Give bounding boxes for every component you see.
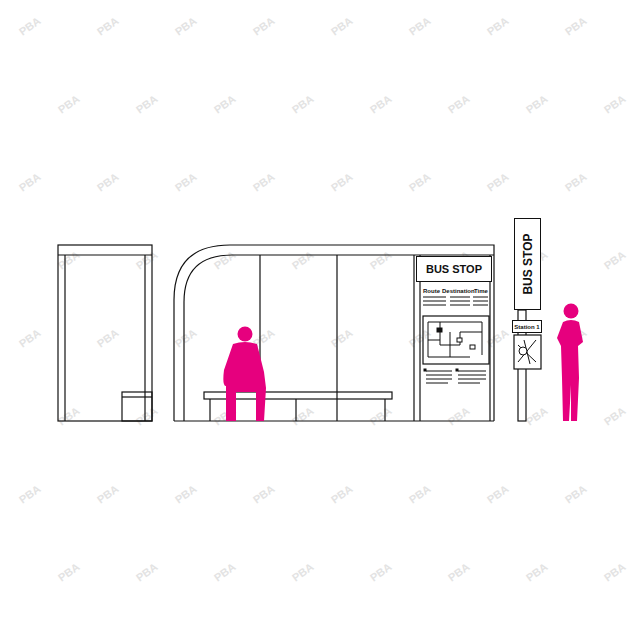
watermark: PBA: [251, 170, 277, 193]
watermark: PBA: [134, 92, 160, 115]
notice-text-lines: [424, 369, 486, 383]
watermark: PBA: [329, 482, 355, 505]
watermark: PBA: [251, 14, 277, 37]
watermark: PBA: [329, 14, 355, 37]
side-bench-seat: [122, 396, 152, 397]
glass-division: [336, 255, 337, 421]
watermark: PBA: [446, 404, 472, 427]
watermark: PBA: [485, 170, 511, 193]
watermark: PBA: [329, 170, 355, 193]
watermark: PBA: [368, 560, 394, 583]
route-icon: [518, 340, 536, 364]
watermark: PBA: [602, 248, 628, 271]
watermark: PBA: [17, 14, 43, 37]
watermark: PBA: [446, 560, 472, 583]
watermark: PBA: [173, 14, 199, 37]
watermark: PBA: [524, 560, 550, 583]
watermark: PBA: [17, 326, 43, 349]
side-bench: [122, 392, 152, 421]
side-post: [64, 255, 65, 421]
timetable-lines: [423, 297, 488, 305]
watermark: PBA: [56, 248, 82, 271]
side-shelter-frame: [58, 245, 152, 421]
watermark: PBA: [368, 92, 394, 115]
bench-leg: [209, 399, 210, 421]
watermark: PBA: [524, 92, 550, 115]
watermark: PBA: [212, 248, 238, 271]
seated-person: [223, 327, 266, 422]
watermark: PBA: [485, 482, 511, 505]
watermark: PBA: [173, 326, 199, 349]
watermark: PBA: [134, 248, 160, 271]
standing-person: [557, 304, 583, 422]
sign-text: Station 1: [514, 324, 539, 330]
watermark: PBA: [56, 560, 82, 583]
watermark: PBA: [134, 560, 160, 583]
watermark: PBA: [95, 482, 121, 505]
watermark: PBA: [56, 404, 82, 427]
route-map: [423, 316, 489, 364]
watermark: PBA: [95, 170, 121, 193]
watermark: PBA: [17, 170, 43, 193]
watermark: PBA: [95, 326, 121, 349]
watermark: PBA: [485, 14, 511, 37]
watermark: PBA: [407, 482, 433, 505]
watermark: PBA: [212, 560, 238, 583]
watermark: PBA: [563, 170, 589, 193]
glass-division: [413, 255, 414, 421]
pole-sign: BUS STOP: [514, 218, 541, 310]
watermark: PBA: [95, 14, 121, 37]
shelter-roof-outer: [174, 245, 494, 421]
watermark: PBA: [407, 14, 433, 37]
route-icon-plate: [514, 335, 541, 369]
watermark: PBA: [368, 248, 394, 271]
side-post: [144, 255, 145, 421]
watermark: PBA: [251, 482, 277, 505]
watermark: PBA: [212, 92, 238, 115]
bench-leg: [295, 399, 296, 421]
watermark: PBA: [446, 92, 472, 115]
watermark: PBA: [602, 92, 628, 115]
watermark: PBA: [173, 482, 199, 505]
watermark: PBA: [290, 248, 316, 271]
watermark: PBA: [17, 482, 43, 505]
watermark: PBA: [290, 92, 316, 115]
watermark: PBA: [407, 170, 433, 193]
watermark: PBA: [329, 326, 355, 349]
bench-leg: [384, 399, 385, 421]
watermark: PBA: [563, 482, 589, 505]
watermark: PBA: [56, 92, 82, 115]
ground-line: [174, 420, 494, 421]
watermark: PBA: [524, 404, 550, 427]
watermark: PBA: [602, 404, 628, 427]
side-roof-band: [58, 254, 152, 255]
column-header: Time: [474, 288, 488, 294]
watermark: PBA: [563, 14, 589, 37]
watermark: PBA: [290, 404, 316, 427]
panel-header: BUS STOP: [416, 256, 492, 282]
watermark: PBA: [368, 404, 394, 427]
column-header: Route: [423, 288, 440, 294]
shelter-roof-inner: [184, 255, 494, 421]
watermark: PBA: [134, 404, 160, 427]
vertical-sign-text: BUS STOP: [521, 233, 535, 294]
station-plate: Station 1: [512, 320, 542, 333]
watermark: PBA: [173, 170, 199, 193]
route-map-lines: [428, 322, 482, 357]
watermark: PBA: [290, 560, 316, 583]
watermark: PBA: [602, 560, 628, 583]
sign-text: BUS STOP: [426, 263, 482, 275]
column-header: Destination: [442, 288, 475, 294]
